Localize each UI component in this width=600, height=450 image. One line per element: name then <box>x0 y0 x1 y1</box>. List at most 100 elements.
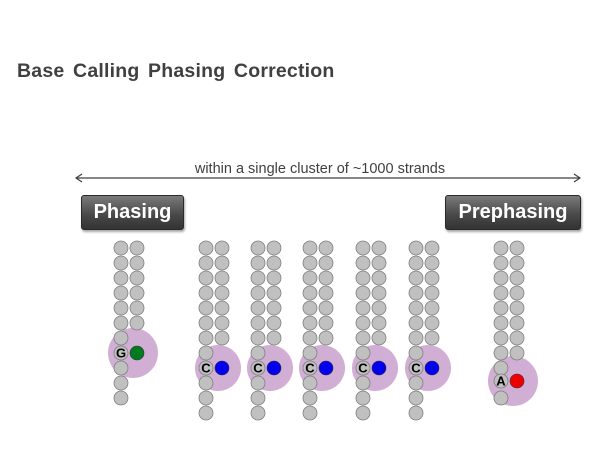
template-bead <box>493 345 509 361</box>
template-bead <box>408 360 424 376</box>
template-bead <box>408 330 424 346</box>
synthesized-bead <box>129 255 145 271</box>
synthesized-bead <box>509 345 525 361</box>
cluster-range-label: within a single cluster of ~1000 strands <box>194 161 446 177</box>
incorporated-base-C <box>318 360 334 376</box>
template-bead <box>250 315 266 331</box>
template-bead <box>302 270 318 286</box>
template-bead <box>113 270 129 286</box>
synthesized-bead <box>424 330 440 346</box>
synthesized-bead <box>509 240 525 256</box>
template-bead <box>302 315 318 331</box>
strand-3: C <box>247 240 293 421</box>
synthesized-bead <box>318 240 334 256</box>
synthesized-bead <box>214 270 230 286</box>
template-bead <box>355 330 371 346</box>
synthesized-bead <box>509 255 525 271</box>
template-bead <box>355 345 371 361</box>
template-bead <box>198 285 214 301</box>
synthesized-bead <box>266 285 282 301</box>
synthesized-bead <box>129 315 145 331</box>
synthesized-bead <box>424 285 440 301</box>
synthesized-bead <box>371 315 387 331</box>
template-bead <box>493 285 509 301</box>
incorporated-base-C <box>266 360 282 376</box>
synthesized-bead <box>214 330 230 346</box>
template-bead <box>113 285 129 301</box>
template-bead <box>250 345 266 361</box>
synthesized-bead <box>509 270 525 286</box>
incorporated-base-C <box>214 360 230 376</box>
synthesized-bead <box>371 285 387 301</box>
template-bead <box>198 240 214 256</box>
synthesized-bead <box>129 240 145 256</box>
synthesized-bead <box>371 300 387 316</box>
template-bead <box>408 240 424 256</box>
template-bead <box>113 330 129 346</box>
template-bead <box>198 405 214 421</box>
template-bead <box>250 360 266 376</box>
template-bead <box>250 300 266 316</box>
template-bead <box>250 270 266 286</box>
template-bead <box>113 390 129 406</box>
template-bead <box>493 270 509 286</box>
template-bead <box>493 373 509 389</box>
template-bead <box>302 360 318 376</box>
synthesized-bead <box>509 315 525 331</box>
synthesized-bead <box>129 285 145 301</box>
synthesized-bead <box>129 270 145 286</box>
template-bead <box>355 255 371 271</box>
template-bead <box>408 255 424 271</box>
template-bead <box>408 390 424 406</box>
template-bead <box>302 300 318 316</box>
template-bead <box>355 315 371 331</box>
synthesized-bead <box>509 330 525 346</box>
base-label: C <box>201 361 211 376</box>
template-bead <box>198 315 214 331</box>
base-label: A <box>496 374 506 389</box>
template-bead <box>198 330 214 346</box>
template-bead <box>198 300 214 316</box>
strand-7: A <box>488 240 538 406</box>
base-label: G <box>116 346 126 361</box>
template-bead <box>198 255 214 271</box>
strand-1: G <box>108 240 158 406</box>
template-bead <box>113 300 129 316</box>
template-bead <box>302 375 318 391</box>
template-bead <box>250 405 266 421</box>
template-bead <box>355 270 371 286</box>
synthesized-bead <box>424 240 440 256</box>
synthesized-bead <box>371 270 387 286</box>
template-bead <box>493 300 509 316</box>
slide-title: Base Calling Phasing Correction <box>17 60 335 82</box>
template-bead <box>408 405 424 421</box>
template-bead <box>408 300 424 316</box>
synthesized-bead <box>129 300 145 316</box>
incorporated-base-C <box>424 360 440 376</box>
synthesized-bead <box>318 270 334 286</box>
synthesized-bead <box>318 330 334 346</box>
base-label: C <box>358 361 368 376</box>
template-bead <box>302 405 318 421</box>
synthesized-bead <box>424 300 440 316</box>
synthesized-bead <box>318 285 334 301</box>
base-label: C <box>253 361 263 376</box>
synthesized-bead <box>266 315 282 331</box>
template-bead <box>302 345 318 361</box>
template-bead <box>493 330 509 346</box>
synthesized-bead <box>509 300 525 316</box>
template-bead <box>250 390 266 406</box>
phasing-label: Phasing <box>81 195 184 230</box>
template-bead <box>113 240 129 256</box>
template-bead <box>302 330 318 346</box>
cluster-range-arrow <box>74 173 582 183</box>
template-bead <box>113 360 129 376</box>
synthesized-bead <box>266 270 282 286</box>
template-bead <box>408 285 424 301</box>
incorporated-base-A <box>509 373 525 389</box>
synthesized-bead <box>214 300 230 316</box>
template-bead <box>113 315 129 331</box>
template-bead <box>408 375 424 391</box>
